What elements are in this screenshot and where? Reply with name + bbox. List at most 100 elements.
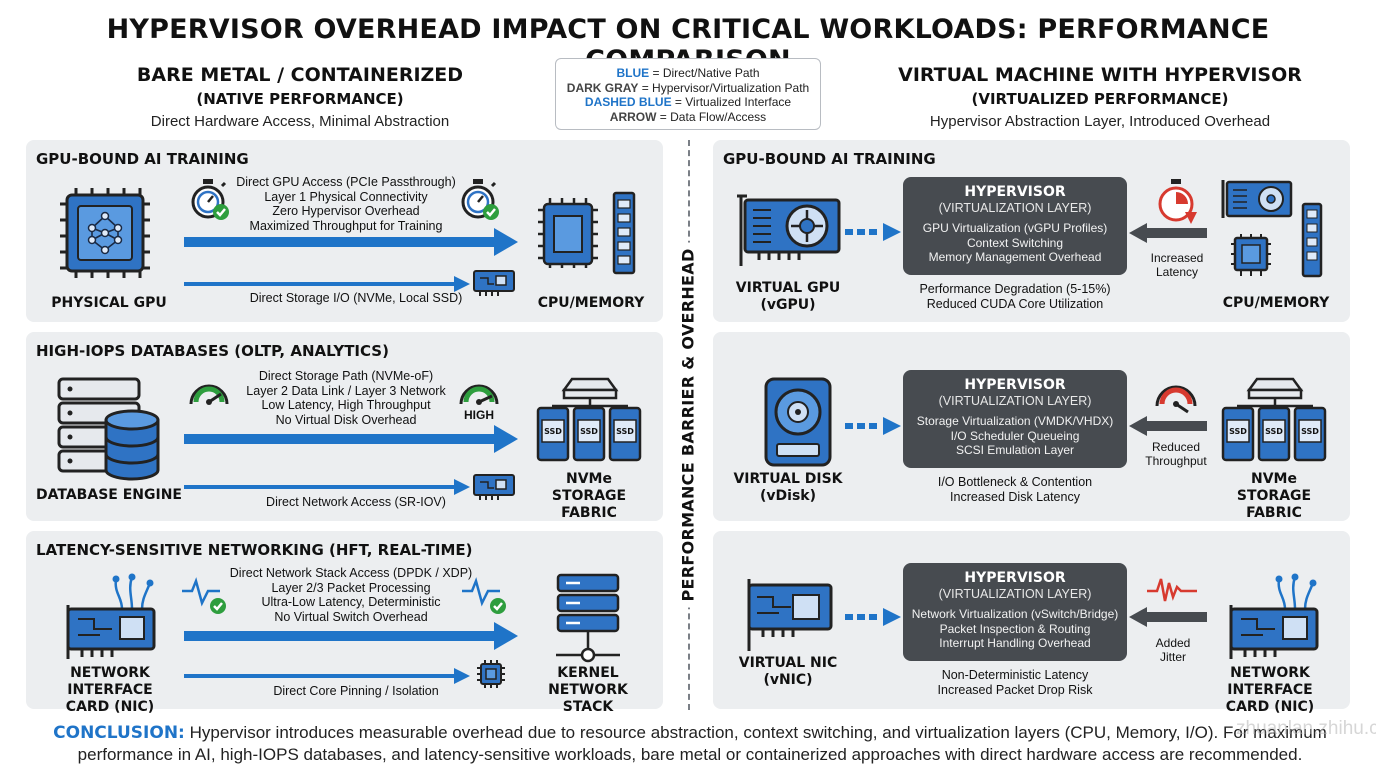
virtualized-interface-dashed-arrow bbox=[845, 417, 901, 435]
storage-io-arrow bbox=[184, 276, 470, 292]
ssd-label: SSD bbox=[1265, 427, 1283, 436]
legend-dashed-text: = Virtualized Interface bbox=[671, 95, 792, 109]
panel-title: LATENCY-SENSITIVE NETWORKING (HFT, REAL-… bbox=[36, 541, 473, 559]
hypervisor-path-arrow bbox=[1129, 223, 1207, 243]
hypervisor-layer-box: HYPERVISOR (VIRTUALIZATION LAYER) Networ… bbox=[903, 563, 1127, 661]
panel-bare-metal-networking: LATENCY-SENSITIVE NETWORKING (HFT, REAL-… bbox=[26, 531, 663, 715]
reduced-throughput-block: Reduced Throughput bbox=[1137, 440, 1215, 468]
hypervisor-title: HYPERVISOR bbox=[964, 570, 1066, 586]
stopwatch-check-icon bbox=[191, 179, 229, 220]
legend-gray-key: DARK GRAY bbox=[566, 80, 639, 95]
increased-latency-label: Increased Latency bbox=[1150, 251, 1204, 279]
nic-card-icon bbox=[473, 474, 515, 500]
low-latency-pulse-icon bbox=[462, 577, 506, 614]
nvme-storage-fabric-icon: SSD SSD SSD bbox=[536, 377, 642, 462]
ssd-label: SSD bbox=[580, 427, 598, 436]
network-access-arrow bbox=[184, 479, 470, 495]
secondary-path-label: Direct Storage I/O (NVMe, Local SSD) bbox=[249, 291, 463, 305]
vm-nic-label: NETWORK INTERFACE CARD (NIC) bbox=[1225, 665, 1315, 715]
hypervisor-details: Network Virtualization (vSwitch/Bridge) … bbox=[903, 607, 1127, 651]
main-path-line: Zero Hypervisor Overhead bbox=[272, 204, 420, 218]
impact-line: Reduced CUDA Core Utilization bbox=[926, 296, 1104, 311]
vm-subtitle: (VIRTUALIZED PERFORMANCE) bbox=[971, 90, 1229, 108]
physical-gpu-icon bbox=[60, 188, 150, 278]
main-path-line: Direct Network Stack Access (DPDK / XDP) bbox=[229, 566, 473, 580]
panel-title: GPU-BOUND AI TRAINING bbox=[36, 150, 249, 168]
virtual-gpu-label: VIRTUAL GPU (vGPU) bbox=[735, 280, 841, 313]
nvme-storage-label-block: NVMe STORAGE FABRIC bbox=[524, 471, 654, 522]
main-path-line: Maximized Throughput for Training bbox=[249, 218, 443, 233]
impact-line: Non-Deterministic Latency bbox=[941, 668, 1089, 682]
low-latency-pulse-icon bbox=[182, 577, 226, 614]
core-pinning-arrow bbox=[184, 668, 470, 684]
speed-gauge-high-icon bbox=[459, 384, 499, 405]
bare-metal-title: BARE METAL / CONTAINERIZED bbox=[136, 64, 464, 86]
reduced-throughput-label: Reduced Throughput bbox=[1145, 440, 1207, 468]
nvme-storage-fabric-icon: SSD SSD SSD bbox=[1221, 377, 1327, 462]
legend-blue-text: = Direct/Native Path bbox=[649, 66, 760, 80]
cpu-core-icon bbox=[477, 660, 505, 688]
network-interface-card-icon bbox=[1229, 573, 1319, 659]
hypervisor-detail-line: Memory Management Overhead bbox=[928, 250, 1102, 264]
secondary-path-label: Direct Core Pinning / Isolation bbox=[273, 684, 439, 698]
impact-line: Increased Disk Latency bbox=[950, 489, 1080, 504]
main-path-line: Low Latency, High Throughput bbox=[261, 398, 431, 412]
main-path-description: Direct Storage Path (NVMe-oF) Layer 2 Da… bbox=[216, 369, 476, 427]
hypervisor-detail-line: Network Virtualization (vSwitch/Bridge) bbox=[911, 607, 1119, 621]
kernel-network-stack-icon bbox=[556, 573, 620, 663]
physical-gpu-cpu-memory-icon bbox=[1221, 180, 1323, 278]
impact-line: Performance Degradation (5-15%) bbox=[919, 282, 1111, 296]
hypervisor-detail-line: Packet Inspection & Routing bbox=[939, 621, 1091, 636]
hypervisor-layer-box: HYPERVISOR (VIRTUALIZATION LAYER) Storag… bbox=[903, 370, 1127, 468]
cpu-memory-label: CPU/MEMORY bbox=[537, 295, 645, 311]
direct-path-arrow bbox=[184, 228, 518, 256]
hypervisor-detail-line: Interrupt Handling Overhead bbox=[939, 636, 1091, 650]
legend-arrow-text: = Data Flow/Access bbox=[656, 109, 767, 124]
main-path-line: Direct Storage Path (NVMe-oF) bbox=[258, 369, 434, 383]
bare-metal-subtitle: (NATIVE PERFORMANCE) bbox=[196, 90, 404, 108]
panel-bare-metal-gpu: GPU-BOUND AI TRAINING PHYSICAL GPU Direc… bbox=[26, 140, 663, 322]
legend-arrow-key: ARROW bbox=[609, 109, 657, 124]
hypervisor-detail-line: GPU Virtualization (vGPU Profiles) bbox=[922, 221, 1108, 235]
nic-label-block: NETWORK INTERFACE CARD (NIC) bbox=[30, 665, 190, 716]
vm-nvme-storage-label: NVMe STORAGE FABRIC bbox=[1236, 471, 1312, 521]
hypervisor-layer-box: HYPERVISOR (VIRTUALIZATION LAYER) GPU Vi… bbox=[903, 177, 1127, 275]
gauge-high-label: HIGH bbox=[464, 408, 494, 422]
virtual-nic-label: VIRTUAL NIC (vNIC) bbox=[738, 655, 838, 688]
conclusion: CONCLUSION: Hypervisor introduces measur… bbox=[20, 722, 1360, 765]
legend-blue-key: BLUE bbox=[616, 66, 650, 80]
conclusion-text: Hypervisor introduces measurable overhea… bbox=[77, 723, 1327, 764]
legend-gray-text: = Hypervisor/Virtualization Path bbox=[638, 80, 810, 95]
impact-line: Increased Packet Drop Risk bbox=[937, 682, 1093, 697]
throughput-drop-gauge-icon bbox=[1155, 385, 1197, 414]
network-interface-card-icon bbox=[66, 573, 156, 659]
direct-path-arrow bbox=[184, 425, 518, 453]
virtualized-interface-dashed-arrow bbox=[845, 608, 901, 626]
nic-label: NETWORK INTERFACE CARD (NIC) bbox=[65, 665, 155, 715]
hypervisor-subtitle: (VIRTUALIZATION LAYER) bbox=[938, 201, 1092, 215]
panel-vm-storage: VIRTUAL DISK (vDisk) HYPERVISOR (VIRTUAL… bbox=[713, 332, 1350, 521]
added-jitter-block: Added Jitter bbox=[1137, 636, 1209, 664]
hypervisor-detail-line: Context Switching bbox=[966, 235, 1064, 250]
added-jitter-label: Added Jitter bbox=[1155, 636, 1191, 664]
conclusion-label: CONCLUSION: bbox=[53, 723, 185, 743]
kernel-stack-label-block: KERNEL NETWORK STACK bbox=[518, 665, 658, 716]
bare-metal-description: Direct Hardware Access, Minimal Abstract… bbox=[150, 113, 450, 130]
bare-metal-header: BARE METAL / CONTAINERIZED (NATIVE PERFO… bbox=[40, 64, 560, 130]
impact-description: Performance Degradation (5-15%) Reduced … bbox=[893, 282, 1137, 311]
increased-latency-block: Increased Latency bbox=[1141, 251, 1213, 279]
impact-description: I/O Bottleneck & Contention Increased Di… bbox=[893, 475, 1137, 504]
main-path-line: Layer 2 Data Link / Layer 3 Network bbox=[246, 383, 446, 398]
main-path-line: No Virtual Disk Overhead bbox=[275, 412, 417, 427]
kernel-stack-label: KERNEL NETWORK STACK bbox=[548, 665, 628, 715]
virtual-disk-label-block: VIRTUAL DISK (vDisk) bbox=[723, 471, 853, 505]
panel-bare-metal-database: HIGH-IOPS DATABASES (OLTP, ANALYTICS) DA… bbox=[26, 332, 663, 521]
cpu-memory-icon bbox=[538, 191, 636, 275]
vm-nic-label-block: NETWORK INTERFACE CARD (NIC) bbox=[1193, 665, 1347, 716]
virtualized-interface-dashed-arrow bbox=[845, 223, 901, 241]
panel-title: HIGH-IOPS DATABASES (OLTP, ANALYTICS) bbox=[36, 342, 389, 360]
virtual-disk-label: VIRTUAL DISK (vDisk) bbox=[733, 471, 843, 504]
hypervisor-subtitle: (VIRTUALIZATION LAYER) bbox=[938, 587, 1092, 601]
panel-title: GPU-BOUND AI TRAINING bbox=[723, 150, 936, 168]
stopwatch-alert-icon bbox=[1158, 179, 1197, 224]
